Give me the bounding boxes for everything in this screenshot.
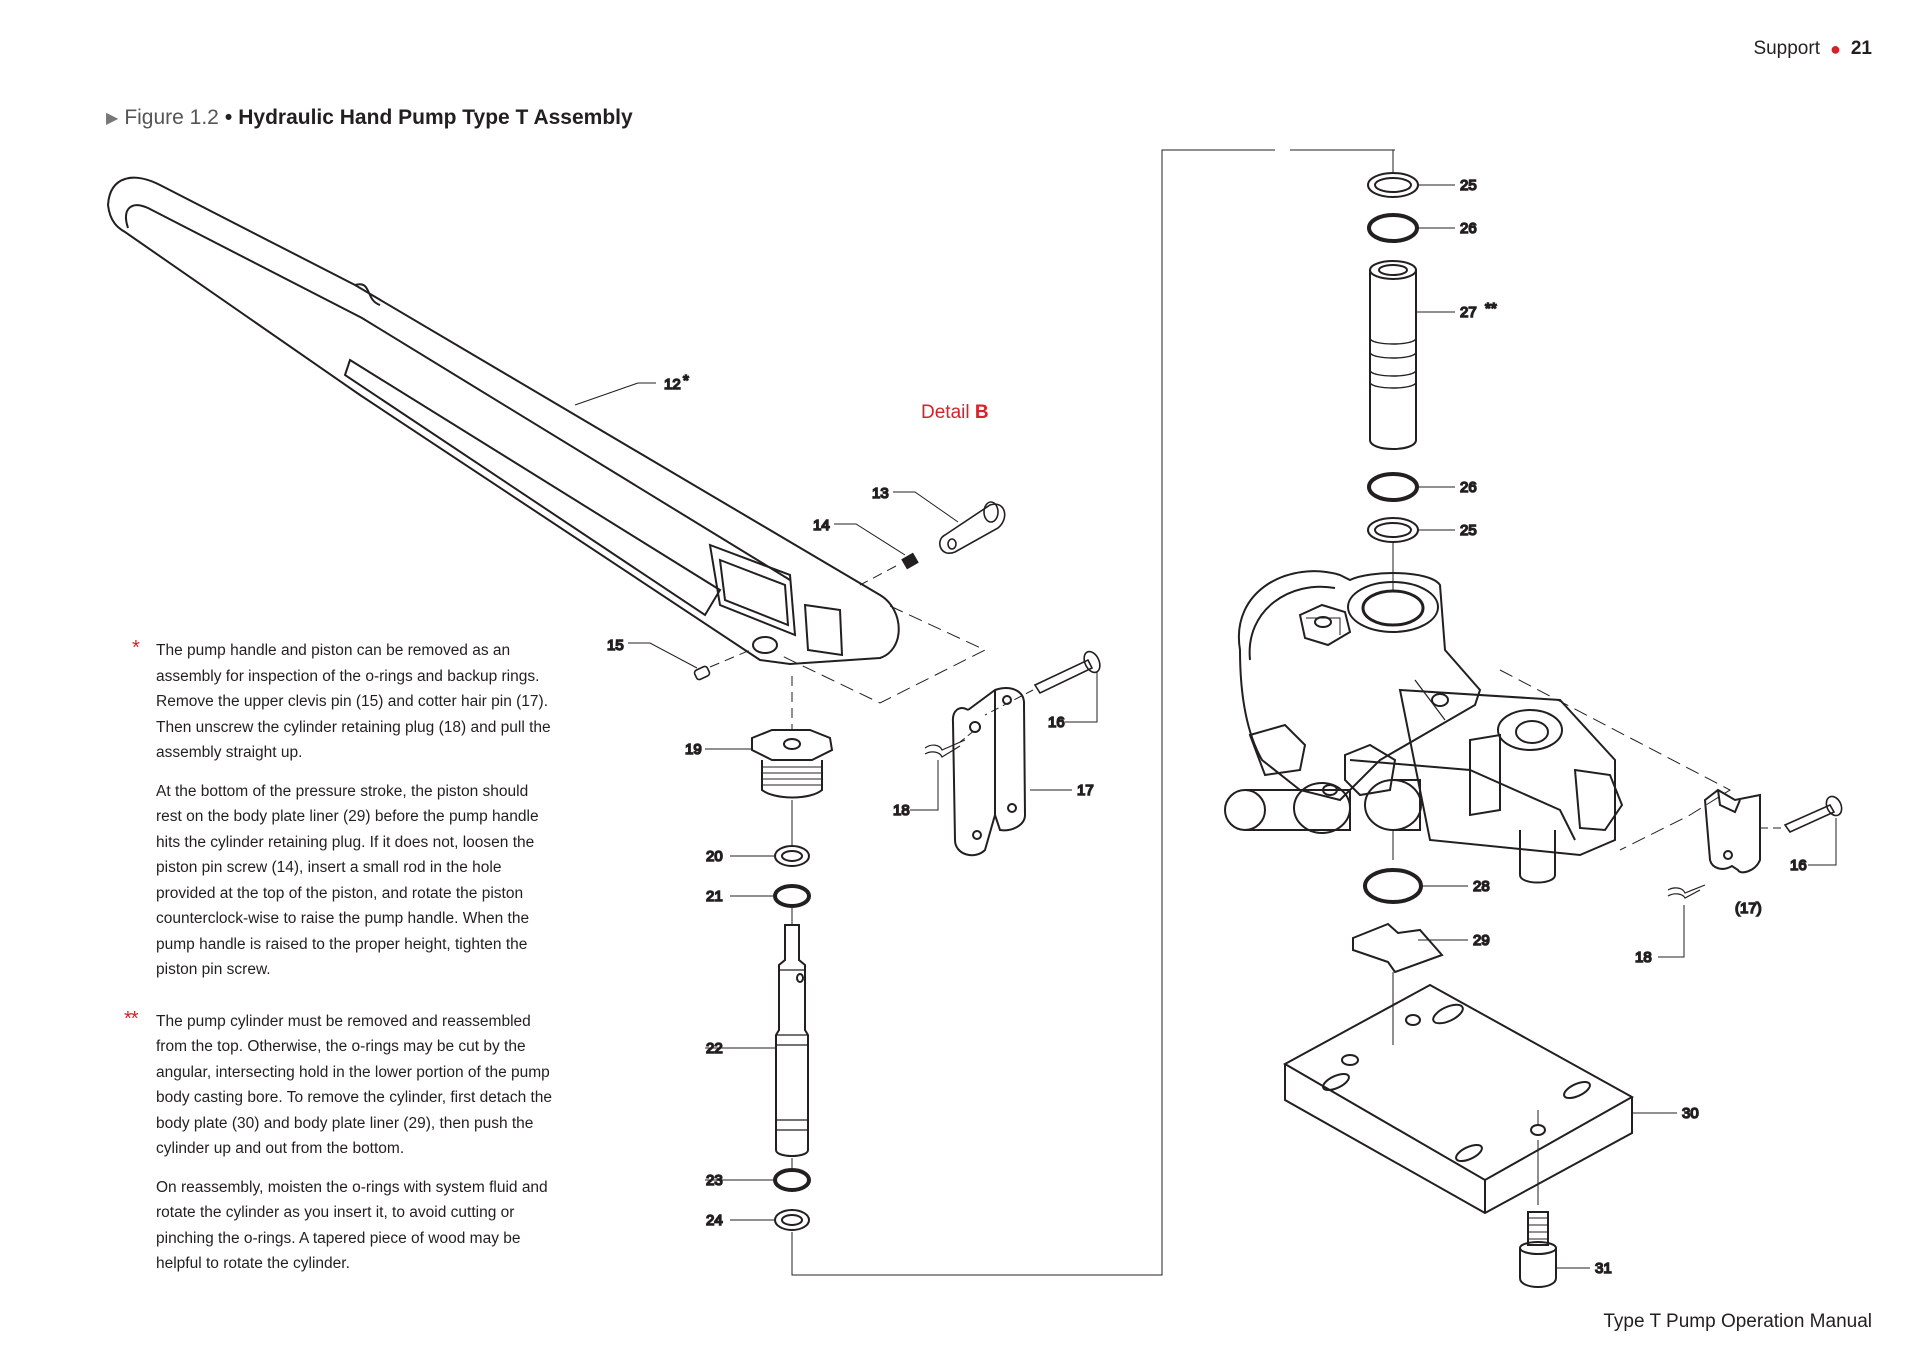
note-1-mark: * <box>132 637 140 659</box>
body-plate-liner-part <box>1352 922 1444 974</box>
callout-25b: 25 <box>1460 522 1477 539</box>
callout-23: 23 <box>706 1172 723 1189</box>
callout-26b: 26 <box>1460 479 1477 496</box>
piston-pin-screw-part <box>901 552 919 570</box>
callout-22: 22 <box>706 1040 723 1057</box>
callout-17: 17 <box>1077 782 1094 799</box>
callout-17b: (17) <box>1735 900 1762 917</box>
callout-12-mark: * <box>683 372 689 389</box>
callout-27-mark: ** <box>1485 300 1497 317</box>
o-ring-21-part <box>773 884 811 908</box>
cap-screw-part <box>1519 1211 1557 1288</box>
note-2-para-1: **The pump cylinder must be removed and … <box>124 1007 553 1158</box>
pump-handle-part <box>106 176 900 666</box>
callout-25: 25 <box>1460 177 1477 194</box>
section-name: Support <box>1753 38 1820 59</box>
piston-pin-part <box>939 501 1006 554</box>
callout-16: 16 <box>1048 714 1065 731</box>
backup-ring-25-part <box>1367 172 1419 198</box>
callout-12: 12 <box>664 376 681 393</box>
note-1-para-2: At the bottom of the pressure stroke, th… <box>156 782 539 979</box>
detail-label: Detail B <box>921 402 989 423</box>
callout-31: 31 <box>1595 1260 1612 1277</box>
leader-12 <box>574 382 639 406</box>
note-2-mark: ** <box>124 1007 139 1030</box>
clevis-17b-part <box>1703 788 1761 874</box>
cotter-18b-part <box>1667 884 1706 899</box>
callout-27: 27 <box>1460 304 1477 321</box>
note-1-para-1: *The pump handle and piston can be remov… <box>132 637 551 761</box>
assembly-notes: *The pump handle and piston can be remov… <box>124 637 556 1290</box>
callout-16b: 16 <box>1790 857 1807 874</box>
cylinder-retaining-plug-part <box>751 729 834 799</box>
figure-label: Figure 1.2 <box>124 106 219 129</box>
pump-body-part <box>1224 570 1624 884</box>
clevis-pin-part <box>693 665 711 681</box>
upper-clevis-part <box>951 687 1027 857</box>
cotter-pin-part <box>924 739 966 758</box>
callout-19: 19 <box>685 741 702 758</box>
piston-part <box>775 924 809 1157</box>
callout-21: 21 <box>706 888 723 905</box>
o-ring-26-part <box>1367 213 1419 243</box>
body-plate-part <box>1282 983 1635 1215</box>
page-header: Support ● 21 <box>1753 38 1872 60</box>
callout-29: 29 <box>1473 932 1490 949</box>
callout-15: 15 <box>607 637 624 654</box>
callout-28: 28 <box>1473 878 1490 895</box>
backup-ring-20-part <box>774 845 810 867</box>
callout-18b: 18 <box>1635 949 1652 966</box>
callout-13: 13 <box>872 485 889 502</box>
page-number: 21 <box>1850 38 1872 59</box>
triangle-bullet-icon: ▶ <box>106 110 119 127</box>
separator-dot-icon: ● <box>1829 38 1841 59</box>
figure-name: Hydraulic Hand Pump Type T Assembly <box>238 106 633 129</box>
pump-cylinder-part <box>1369 260 1417 450</box>
o-ring-26b-part <box>1367 472 1419 502</box>
backup-ring-24-part <box>774 1209 810 1231</box>
callout-20: 20 <box>706 848 723 865</box>
o-ring-28-part <box>1363 868 1423 904</box>
figure-title: ▶ Figure 1.2 • Hydraulic Hand Pump Type … <box>106 106 633 129</box>
backup-ring-25b-part <box>1367 517 1419 543</box>
note-2-para-2: On reassembly, moisten the o-rings with … <box>156 1178 548 1273</box>
clevis-pin-16b-part <box>1783 795 1843 834</box>
o-ring-23-part <box>773 1168 811 1192</box>
callout-18: 18 <box>893 802 910 819</box>
callout-24: 24 <box>706 1212 723 1229</box>
callout-30: 30 <box>1682 1105 1699 1122</box>
manual-title-footer: Type T Pump Operation Manual <box>1603 1311 1872 1332</box>
clevis-pin-16-part <box>1033 650 1101 695</box>
callout-26: 26 <box>1460 220 1477 237</box>
callout-14: 14 <box>813 517 830 534</box>
